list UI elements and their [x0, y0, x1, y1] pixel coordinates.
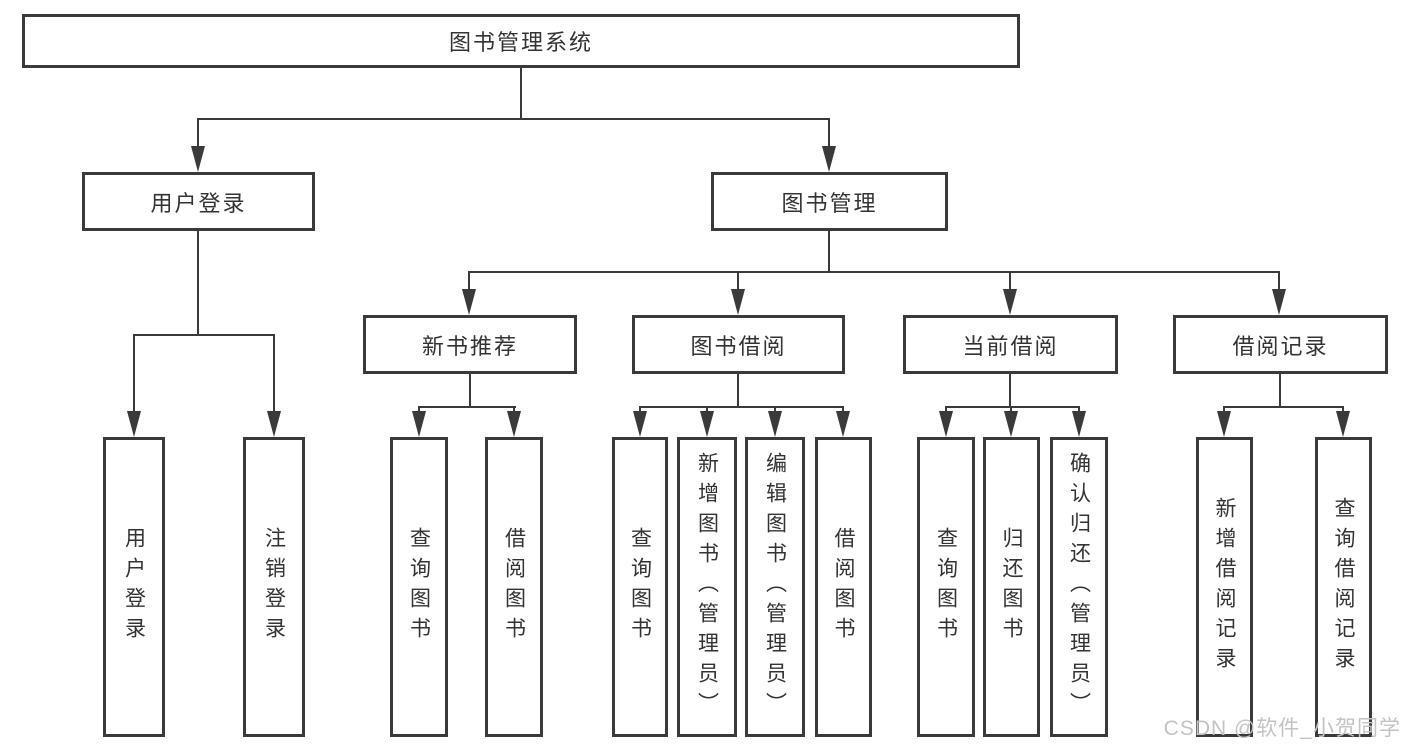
csdn-watermark: CSDN @软件_小贺同学: [1163, 717, 1401, 740]
arrow-down-icon: [412, 411, 426, 437]
connector-drop-book-mgmt: [828, 118, 830, 148]
connector-bookmgmt-bar: [468, 271, 1280, 273]
arrow-down-icon: [939, 411, 953, 437]
leaf-records-query-record: 查询借阅记录: [1315, 437, 1372, 737]
leaf-borrowing-borrow-books: 借阅图书: [815, 437, 872, 737]
arrow-down-icon: [127, 411, 141, 437]
arrow-down-icon: [731, 289, 745, 315]
node-current-borrowing: 当前借阅: [903, 315, 1118, 374]
connector-root-stem: [520, 68, 522, 120]
arrow-down-icon: [1217, 411, 1231, 437]
leaf-current-confirm-return-admin: 确认归还（管理员）: [1050, 437, 1108, 737]
connector-drop-leaf-login: [133, 334, 135, 413]
arrow-down-icon: [267, 411, 281, 437]
connector-drop-book-borrow: [737, 271, 739, 291]
connector-records-bar: [1223, 406, 1344, 408]
connector-drop-leaf-logout: [273, 334, 275, 413]
node-library-system: 图书管理系统: [22, 14, 1020, 68]
connector-newrec-bar: [418, 406, 516, 408]
arrow-down-icon: [507, 411, 521, 437]
arrow-down-icon: [822, 146, 836, 172]
leaf-newrec-query-books: 查询图书: [390, 437, 448, 737]
connector-drop-user-login: [197, 118, 199, 148]
arrow-down-icon: [633, 411, 647, 437]
node-user-login-branch: 用户登录: [82, 172, 315, 231]
connector-bookborrow-stem: [737, 374, 739, 408]
connector-userlogin-bar: [133, 334, 275, 336]
connector-currentborrow-bar: [945, 406, 1080, 408]
leaf-logout: 注销登录: [243, 437, 305, 737]
arrow-down-icon: [1003, 289, 1017, 315]
leaf-records-add-record: 新增借阅记录: [1196, 437, 1253, 737]
node-book-borrowing: 图书借阅: [632, 315, 845, 374]
leaf-newrec-borrow-books: 借阅图书: [485, 437, 543, 737]
arrow-down-icon: [700, 411, 714, 437]
leaf-borrowing-query-books: 查询图书: [612, 437, 668, 737]
connector-currentborrow-stem: [1009, 374, 1011, 408]
node-borrow-records: 借阅记录: [1173, 315, 1388, 374]
connector-records-stem: [1279, 374, 1281, 408]
arrow-down-icon: [768, 411, 782, 437]
connector-drop-new-rec: [468, 271, 470, 291]
leaf-user-login: 用户登录: [103, 437, 165, 737]
arrow-down-icon: [1072, 411, 1086, 437]
arrow-down-icon: [191, 146, 205, 172]
leaf-borrowing-add-books-admin: 新增图书（管理员）: [677, 437, 737, 737]
node-book-management: 图书管理: [711, 172, 948, 231]
leaf-borrowing-edit-books-admin: 编辑图书（管理员）: [745, 437, 805, 737]
arrow-down-icon: [1004, 411, 1018, 437]
connector-drop-current-borrow: [1009, 271, 1011, 291]
arrow-down-icon: [836, 411, 850, 437]
arrow-down-icon: [1336, 411, 1350, 437]
arrow-down-icon: [1272, 289, 1286, 315]
connector-root-bar: [197, 118, 830, 120]
connector-newrec-stem: [469, 374, 471, 408]
connector-userlogin-stem: [197, 231, 199, 336]
connector-bookborrow-bar: [639, 406, 844, 408]
connector-bookmgmt-stem: [828, 231, 830, 273]
connector-drop-borrow-records: [1278, 271, 1280, 291]
leaf-current-return-books: 归还图书: [983, 437, 1040, 737]
leaf-current-query-books: 查询图书: [917, 437, 975, 737]
node-new-book-recommend: 新书推荐: [363, 315, 577, 374]
arrow-down-icon: [462, 289, 476, 315]
